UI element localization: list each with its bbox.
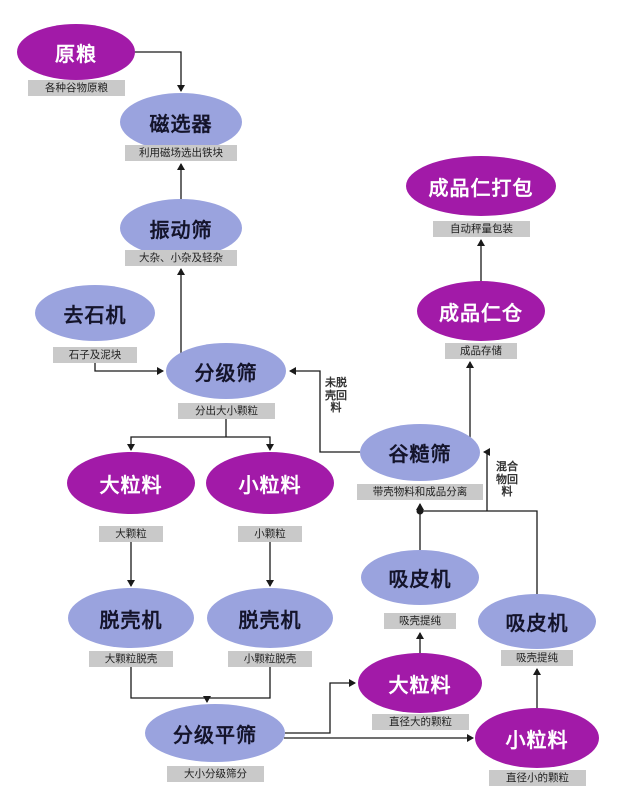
note-destoner: 石子及泥块 [53,347,137,363]
node-husk-aspirator-right: 吸皮机 [478,594,596,649]
node-label: 谷糙筛 [388,442,452,466]
note-kernel-packing: 自动秤量包装 [433,221,530,237]
edge-label-unhusked-return: 未脱壳回料 [325,376,347,414]
note-grading-screen: 分出大小颗粒 [178,403,275,419]
node-paddy-separator: 谷糙筛 [360,424,480,481]
node-label: 分级筛 [194,360,258,385]
edge-rawgrain-magnetic [134,51,182,91]
edge-aspiratorright-junction [420,510,538,594]
node-label: 脱壳机 [238,607,302,632]
arrowhead-down [127,580,135,587]
node-magnetic-separator: 磁选器 [120,93,242,151]
node-small-particles: 小粒料 [206,452,334,514]
arrowhead-left [483,448,490,456]
edge-destoner-grading [94,363,163,372]
node-kernel-bin: 成品仁仓 [417,281,545,341]
arrowhead-right [349,679,356,687]
arrowhead-down [177,85,185,92]
node-label: 成品仁打包 [428,175,534,200]
node-label: 小粒料 [505,727,569,752]
node-destoner: 去石机 [35,285,155,341]
node-label: 原粮 [55,41,97,66]
node-label: 成品仁仓 [439,300,523,325]
node-label: 吸皮机 [505,611,569,635]
node-large-particles: 大粒料 [67,452,195,514]
node-kernel-packing: 成品仁打包 [406,156,556,216]
node-husker-right: 脱壳机 [207,588,333,648]
note-vibrating-screen: 大杂、小杂及轻杂 [125,250,237,266]
note-large-particles: 大颗粒 [99,526,163,542]
arrowhead-up [177,268,185,275]
arrowhead-down [127,444,135,451]
node-grading-screen: 分级筛 [166,343,286,399]
arrowhead-up [533,668,541,675]
node-label: 大粒料 [388,672,452,697]
arrowhead-up [466,361,474,368]
note-large-particles-right: 直径大的颗粒 [372,714,469,730]
node-raw-grain: 原粮 [17,24,135,80]
note-magnetic-separator: 利用磁场选出铁块 [125,145,237,161]
arrowhead-down [266,580,274,587]
node-label: 磁选器 [149,111,213,136]
node-label: 分级平筛 [173,722,257,747]
edge-unhusked-return [290,370,360,453]
node-label: 去石机 [63,302,127,327]
node-husk-aspirator-left: 吸皮机 [361,550,479,605]
node-label: 振动筛 [149,217,213,242]
arrowhead-right [467,734,474,742]
note-husk-aspirator-left: 吸壳提纯 [384,613,456,629]
arrowhead-right [157,367,164,375]
note-paddy-separator: 带壳物料和成品分离 [357,484,483,500]
junction-dot [416,507,424,515]
edge-label-mixture-return: 混合物回料 [496,460,518,498]
note-kernel-bin: 成品存储 [445,343,517,359]
node-husker-left: 脱壳机 [68,588,194,648]
node-small-particles-right: 小粒料 [475,708,599,768]
node-label: 小粒料 [238,472,302,497]
arrowhead-left [289,367,296,375]
edge-arrowheads [127,85,541,742]
node-label: 吸皮机 [388,567,452,591]
edge-flatscreen-largeright [285,682,355,734]
note-small-particles-right: 直径小的颗粒 [489,770,586,786]
node-label: 大粒料 [99,472,163,497]
edge-mixture-return [484,451,488,511]
arrowhead-down [203,696,211,703]
note-husk-aspirator-right: 吸壳提纯 [501,650,573,666]
node-vibrating-screen: 振动筛 [120,199,242,257]
edge-huskers-flatscreen [130,667,271,702]
node-grading-flat-screen: 分级平筛 [145,704,285,762]
note-grading-flat-screen: 大小分级筛分 [167,766,264,782]
arrowhead-down [266,444,274,451]
edge-grading-split [130,419,271,450]
node-label: 脱壳机 [99,607,163,632]
arrowhead-up [416,632,424,639]
note-raw-grain: 各种谷物原粮 [28,80,125,96]
node-large-particles-right: 大粒料 [358,653,482,713]
arrowhead-up [177,163,185,170]
arrowhead-up [477,239,485,246]
note-small-particles: 小颗粒 [238,526,302,542]
note-husker-left: 大颗粒脱壳 [89,651,173,667]
note-husker-right: 小颗粒脱壳 [228,651,312,667]
